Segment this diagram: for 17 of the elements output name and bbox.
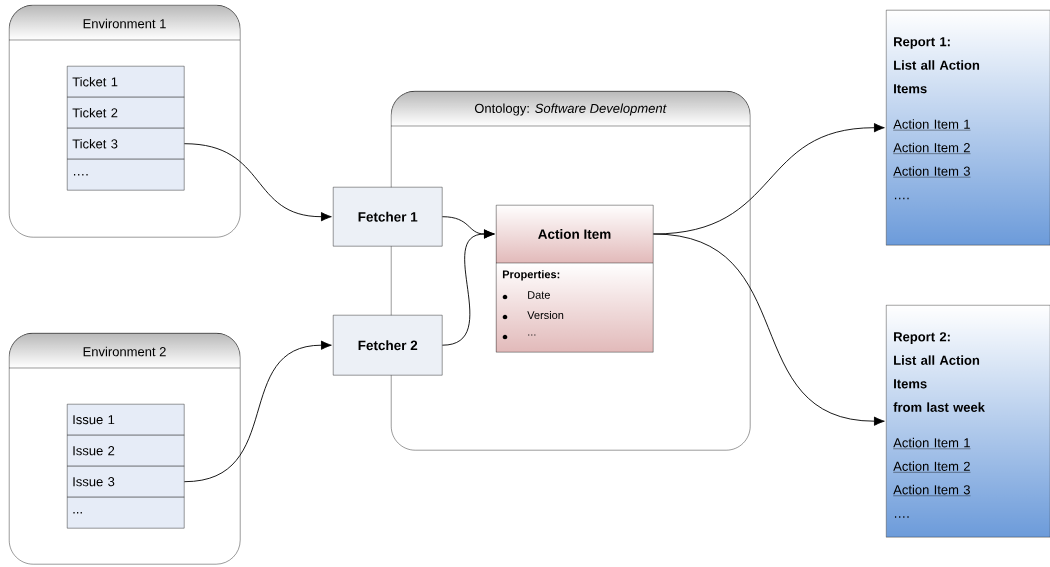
- arrow: [652, 233, 885, 426]
- list-row: Ticket 1: [67, 66, 185, 98]
- class-box: Action Item Properties: Date Version ...: [495, 205, 654, 353]
- arrow: [183, 143, 332, 222]
- arrow: [441, 229, 495, 346]
- list-row: Issue 2: [67, 435, 185, 467]
- list-row: Ticket 3: [67, 128, 185, 160]
- process-box: Fetcher 2: [333, 315, 443, 376]
- list-row: ….: [67, 159, 185, 191]
- report-box: Report 2: List all Action Items from last week Action Item 1 Action Item 2 Action Item 3 ….: [886, 305, 1050, 538]
- list-row: ...: [67, 497, 185, 529]
- process-box: Fetcher 1: [333, 187, 443, 247]
- list-row: Issue 1: [67, 404, 185, 436]
- report-box: Report 1: List all Action Items Action Item 1 Action Item 2 Action Item 3 ….: [886, 10, 1050, 246]
- list-row: Ticket 2: [67, 97, 185, 129]
- arrow: [183, 340, 332, 483]
- list-row: Issue 3: [67, 466, 185, 498]
